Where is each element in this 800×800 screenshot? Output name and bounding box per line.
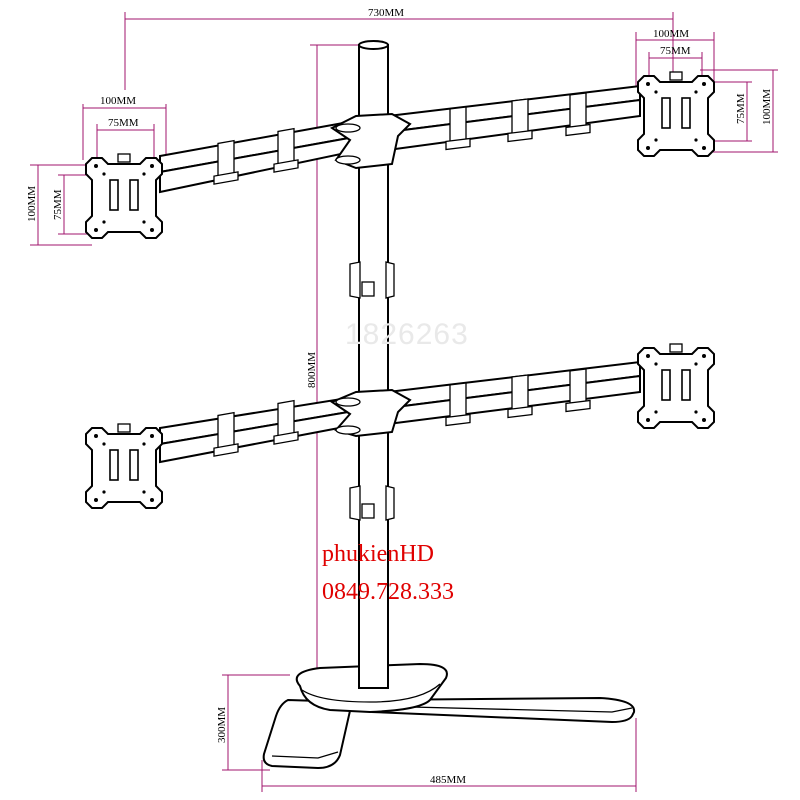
brand-phone: 0849.728.333 <box>322 579 454 605</box>
top-arm-assembly <box>85 71 715 239</box>
dim-right-vertical-inner: 75MM <box>735 93 747 124</box>
dim-top-right-inner: 75MM <box>660 45 691 57</box>
dim-base-width: 485MM <box>430 774 466 786</box>
dimension-labels: 730MM 100MM 75MM 100MM 75MM 100MM 75MM 1… <box>26 7 773 786</box>
vesa-plate-bottom-left <box>85 423 163 509</box>
dim-total-width: 730MM <box>368 7 404 19</box>
cable-clip <box>349 485 395 521</box>
dim-left-outer: 100MM <box>100 95 136 107</box>
dim-left-vertical-inner: 75MM <box>52 189 64 220</box>
watermark: 1826263 <box>345 318 469 351</box>
dim-base-depth: 300MM <box>216 707 228 743</box>
dim-right-vertical-outer: 100MM <box>761 89 773 125</box>
cable-clip <box>349 261 395 299</box>
vesa-plate-top-right <box>637 71 715 157</box>
dim-left-vertical-outer: 100MM <box>26 186 38 222</box>
vesa-plate-top-left <box>85 153 163 239</box>
brand-name: phukienHD <box>322 541 434 567</box>
dim-left-inner: 75MM <box>108 117 139 129</box>
dim-pole-height: 800MM <box>306 352 318 388</box>
dimension-lines <box>30 12 778 792</box>
base-foot <box>262 662 636 770</box>
vesa-plate-bottom-right <box>637 343 715 429</box>
bottom-arm-assembly <box>85 343 715 509</box>
dim-top-right-outer: 100MM <box>653 28 689 40</box>
